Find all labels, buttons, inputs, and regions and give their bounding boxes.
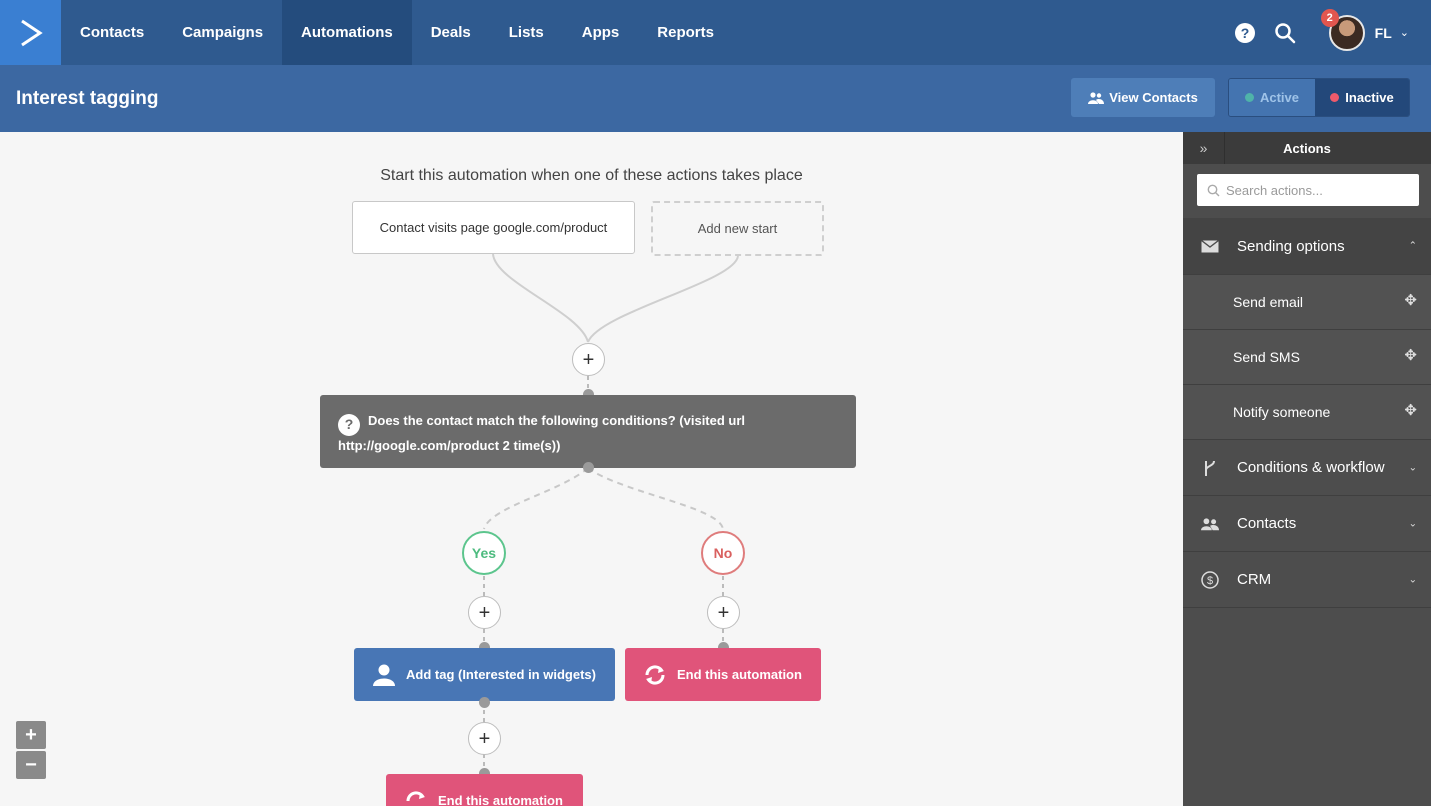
- action-label: Send SMS: [1233, 349, 1300, 365]
- add-step-button-no[interactable]: +: [707, 596, 740, 629]
- sidebar-action-send-sms[interactable]: Send SMS ✥: [1183, 330, 1431, 385]
- add-tag-label: Add tag (Interested in widgets): [406, 667, 596, 682]
- section-label: Conditions & workflow: [1237, 459, 1385, 476]
- nav-item-automations[interactable]: Automations: [282, 0, 412, 65]
- branch-yes[interactable]: Yes: [462, 531, 506, 575]
- nav-item-apps[interactable]: Apps: [581, 24, 620, 41]
- zoom-out-button[interactable]: −: [16, 751, 46, 779]
- add-step-button-after-tag[interactable]: +: [468, 722, 501, 755]
- users-icon: [1201, 515, 1219, 533]
- branch-no[interactable]: No: [701, 531, 745, 575]
- actions-sidebar: » Actions Sending options ⌃ Send email ✥…: [1183, 132, 1431, 806]
- chevron-down-icon: ⌄: [1408, 574, 1417, 585]
- notification-badge: 2: [1320, 8, 1339, 27]
- add-step-button[interactable]: +: [572, 343, 605, 376]
- action-label: Send email: [1233, 294, 1304, 310]
- collapse-sidebar-icon[interactable]: »: [1183, 132, 1225, 164]
- add-new-start-button[interactable]: Add new start: [651, 201, 824, 256]
- chevron-down-icon: ⌄: [1408, 518, 1417, 529]
- user-avatar[interactable]: 2: [1320, 8, 1365, 51]
- svg-text:$: $: [1207, 575, 1213, 587]
- automation-canvas[interactable]: Start this automation when one of these …: [0, 132, 1183, 806]
- top-nav: Contacts Campaigns Automations Deals Lis…: [0, 0, 1431, 65]
- automation-header: Interest tagging View Contacts Active In…: [0, 65, 1431, 132]
- connector-node: [479, 697, 490, 708]
- users-icon: [1088, 91, 1105, 104]
- sidebar-section-conditions-workflow[interactable]: Conditions & workflow ⌄: [1183, 440, 1431, 496]
- search-actions-field[interactable]: [1197, 174, 1419, 206]
- end-automation-label: End this automation: [677, 667, 802, 682]
- condition-text: Does the contact match the following con…: [338, 413, 746, 453]
- add-tag-action-card[interactable]: Add tag (Interested in widgets): [354, 648, 615, 701]
- sidebar-action-notify-someone[interactable]: Notify someone ✥: [1183, 385, 1431, 440]
- drag-handle-icon[interactable]: ✥: [1404, 347, 1417, 365]
- help-icon[interactable]: ?: [1225, 22, 1265, 44]
- sidebar-section-crm[interactable]: $ CRM ⌄: [1183, 552, 1431, 608]
- view-contacts-label: View Contacts: [1109, 90, 1198, 105]
- chevron-up-icon: ⌃: [1408, 240, 1417, 252]
- sidebar-header: » Actions: [1183, 132, 1431, 164]
- start-heading: Start this automation when one of these …: [380, 167, 803, 184]
- status-inactive-label: Inactive: [1345, 90, 1394, 105]
- logo-icon: [20, 19, 43, 46]
- start-trigger-card[interactable]: Contact visits page google.com/product: [352, 201, 635, 254]
- page-title[interactable]: Interest tagging: [16, 87, 159, 109]
- section-label: Sending options: [1237, 237, 1345, 255]
- inactive-dot: [1330, 93, 1340, 102]
- nav-item-reports[interactable]: Reports: [657, 24, 714, 41]
- status-toggle: Active Inactive: [1228, 78, 1410, 117]
- workflow-connectors: [483, 253, 739, 773]
- section-label: Contacts: [1237, 515, 1297, 532]
- add-step-button-yes[interactable]: +: [468, 596, 501, 629]
- nav-item-campaigns[interactable]: Campaigns: [182, 24, 264, 41]
- connector-node: [479, 642, 490, 653]
- nav-right: ? 2 FL ⌄: [1225, 0, 1431, 65]
- question-icon: ?: [338, 413, 360, 436]
- user-icon: [373, 664, 395, 686]
- drag-handle-icon[interactable]: ✥: [1404, 402, 1417, 420]
- condition-card[interactable]: ?Does the contact match the following co…: [320, 395, 856, 468]
- chevron-down-icon[interactable]: ⌄: [1399, 27, 1409, 39]
- end-automation-label: End this automation: [438, 793, 563, 806]
- drag-handle-icon[interactable]: ✥: [1404, 292, 1417, 310]
- sidebar-section-sending-options[interactable]: Sending options ⌃: [1183, 218, 1431, 275]
- search-actions-input[interactable]: [1226, 182, 1406, 198]
- refresh-icon: [645, 664, 665, 685]
- status-active-label: Active: [1259, 90, 1300, 105]
- connector-node: [718, 642, 729, 653]
- status-active-option[interactable]: Active: [1229, 79, 1315, 116]
- search-icon[interactable]: [1265, 22, 1305, 44]
- nav-item-deals[interactable]: Deals: [430, 24, 471, 41]
- chevron-down-icon: ⌄: [1408, 462, 1417, 473]
- search-icon: [1207, 184, 1220, 196]
- refresh-icon: [406, 790, 425, 801]
- connector-node: [479, 768, 490, 779]
- logo[interactable]: [0, 0, 61, 65]
- svg-text:?: ?: [1240, 25, 1249, 41]
- nav-item-contacts[interactable]: Contacts: [80, 24, 145, 41]
- sidebar-action-send-email[interactable]: Send email ✥: [1183, 275, 1431, 330]
- nav-menu: Contacts Campaigns Automations Deals Lis…: [61, 0, 733, 65]
- user-initials[interactable]: FL: [1374, 24, 1392, 41]
- view-contacts-button[interactable]: View Contacts: [1071, 78, 1215, 117]
- branch-icon: [1201, 459, 1219, 477]
- action-label: Notify someone: [1233, 404, 1331, 420]
- envelope-icon: [1201, 237, 1219, 255]
- end-automation-card-no[interactable]: End this automation: [625, 648, 821, 701]
- dollar-icon: $: [1201, 570, 1219, 589]
- zoom-in-button[interactable]: +: [16, 721, 46, 749]
- connector-node: [583, 389, 594, 400]
- section-label: CRM: [1237, 571, 1272, 588]
- end-automation-card-yes[interactable]: End this automation: [386, 774, 583, 806]
- active-dot: [1244, 93, 1254, 102]
- nav-item-lists[interactable]: Lists: [508, 24, 544, 41]
- status-inactive-option[interactable]: Inactive: [1315, 79, 1409, 116]
- sidebar-section-contacts[interactable]: Contacts ⌄: [1183, 496, 1431, 552]
- connector-node: [583, 462, 594, 473]
